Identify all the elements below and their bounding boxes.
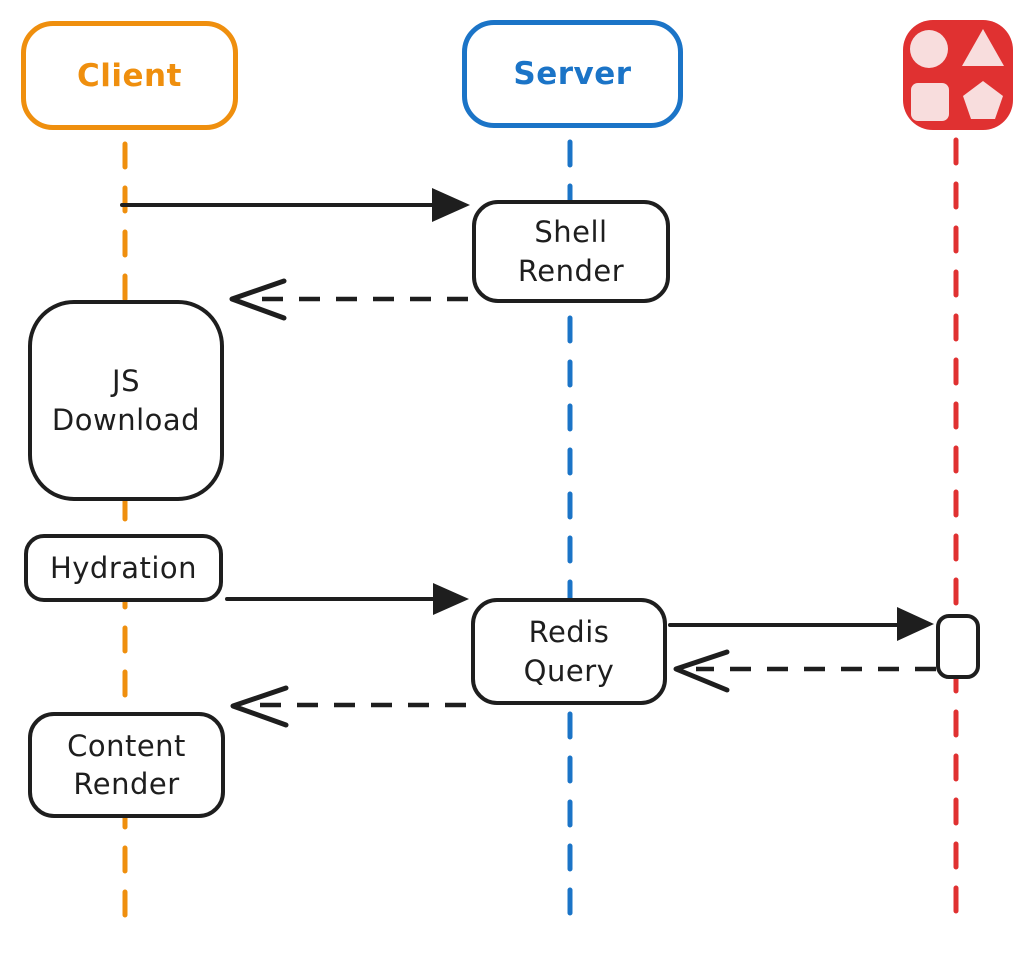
node-js-download[interactable]: JS Download [28,300,224,501]
node-content-render-label: Content Render [67,728,186,801]
node-hydration-label: Hydration [49,550,198,585]
arrow-client-to-shell-render[interactable] [120,188,470,222]
triangle-shape [962,29,1004,66]
node-content-render[interactable]: Content Render [28,712,225,818]
arrow-redis-query-to-content-render[interactable] [230,685,466,728]
open-arrowhead-icon [230,685,289,728]
node-js-download-label: JS Download [51,364,201,437]
shapes-icon[interactable] [903,20,1013,130]
node-hydration[interactable]: Hydration [24,534,223,602]
arrow-shell-render-to-js-download[interactable] [229,278,468,321]
arrowhead-icon [433,583,469,615]
actor-server[interactable]: Server [462,20,683,128]
open-arrowhead-icon [229,278,287,321]
pentagon-shape [963,81,1003,119]
node-shell-render[interactable]: Shell Render [472,200,670,303]
redis-activation-box[interactable] [936,614,980,679]
actor-client[interactable]: Client [21,21,238,130]
node-redis-query[interactable]: Redis Query [471,598,667,705]
open-arrowhead-icon [673,649,730,693]
circle-shape [910,30,948,68]
arrowhead-icon [897,607,934,641]
node-redis-query-label: Redis Query [523,615,615,688]
actor-client-label: Client [77,57,182,94]
arrow-hydration-to-redis-query[interactable] [225,583,469,615]
actor-server-label: Server [513,56,632,92]
arrowhead-icon [432,188,470,222]
arrow-redis-query-to-redis[interactable] [668,607,934,641]
node-shell-render-label: Shell Render [517,215,625,288]
arrow-redis-to-redis-query[interactable] [673,649,936,693]
square-shape [911,83,949,121]
